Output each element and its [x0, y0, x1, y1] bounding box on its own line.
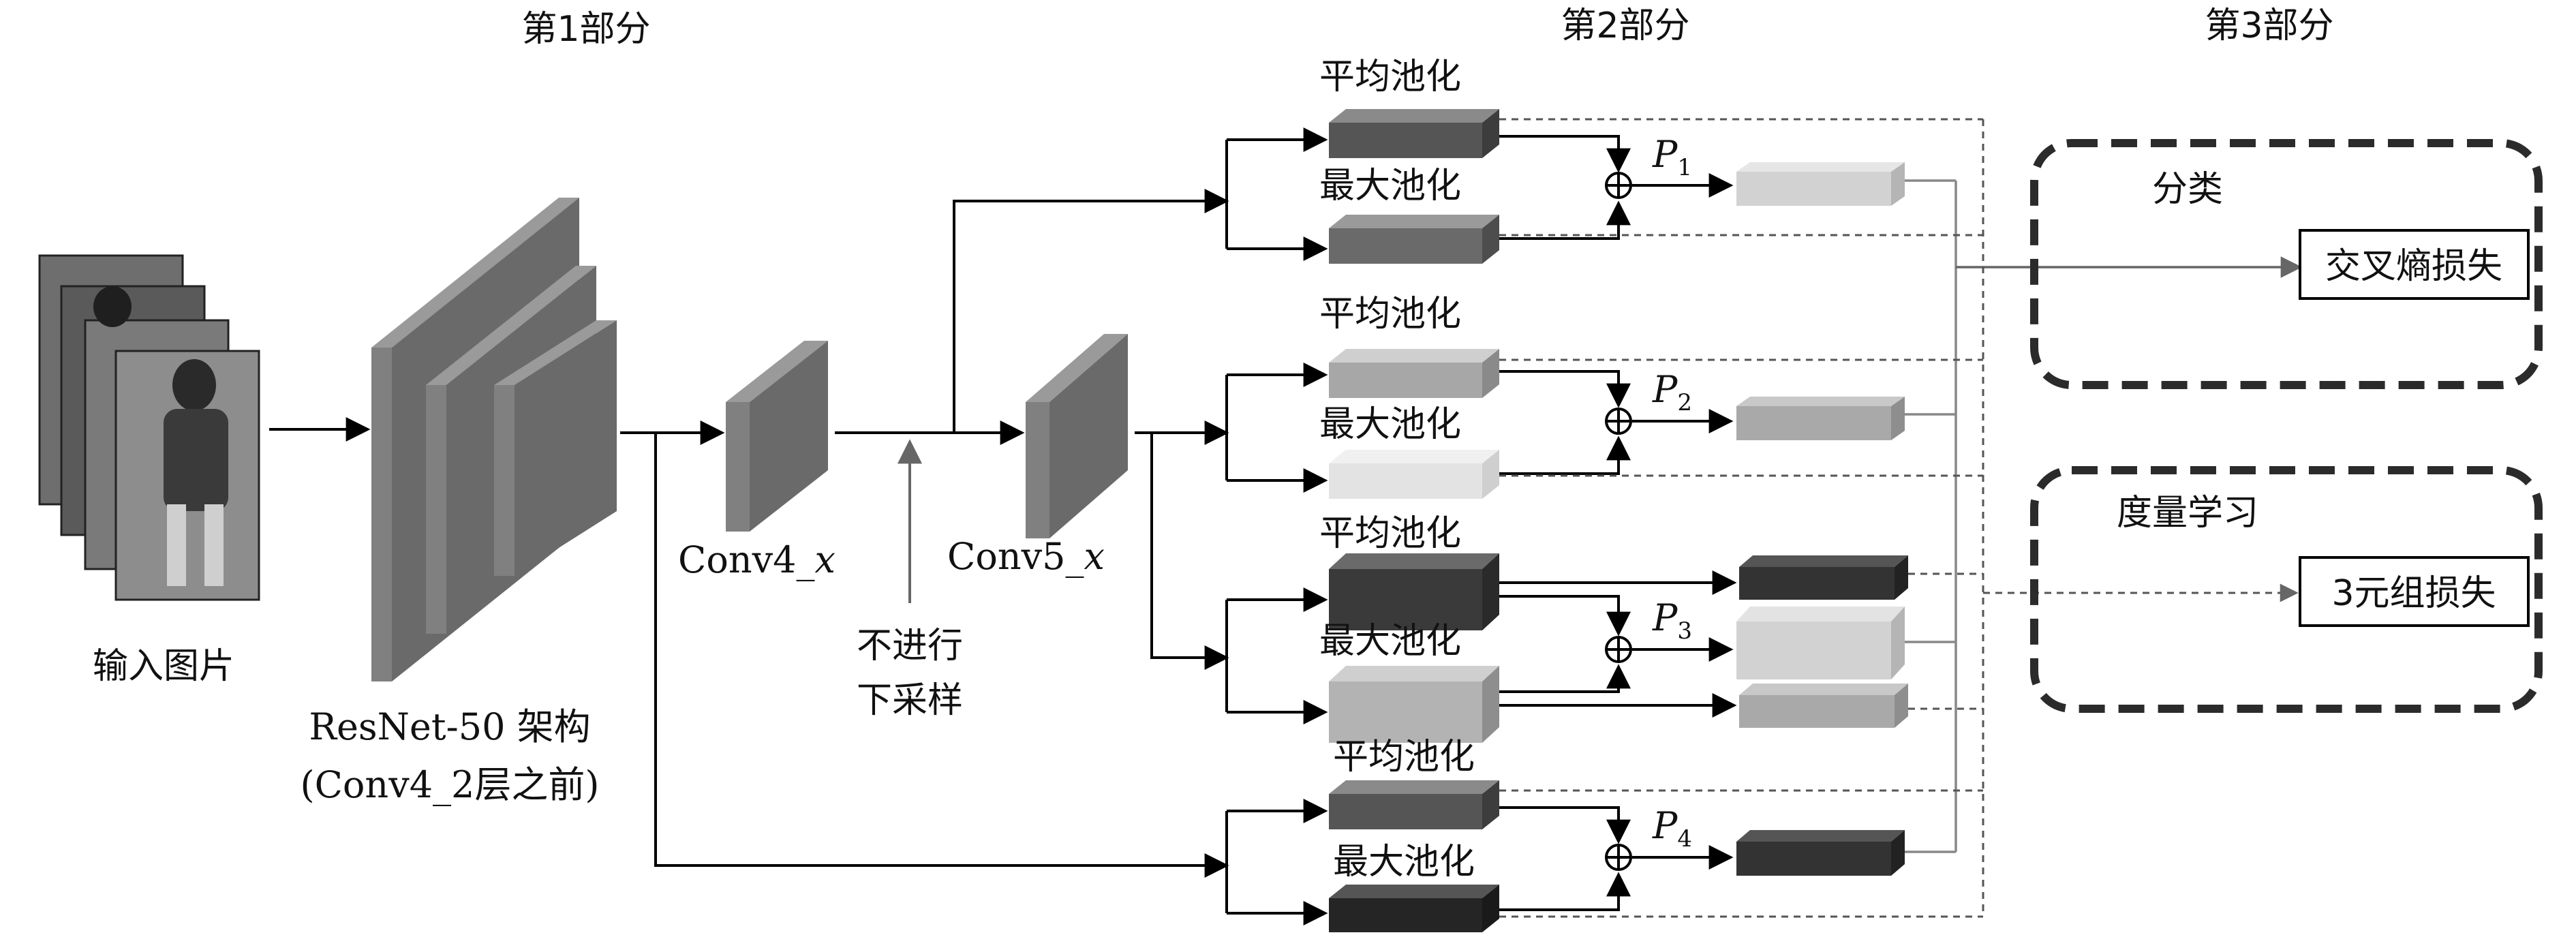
triplet-loss-box — [2299, 556, 2530, 627]
merge-lines — [1499, 135, 1737, 911]
pool-label-avg-1: 平均池化 — [1319, 57, 1461, 97]
pool-block-max-2 — [1329, 450, 1499, 499]
p-label-2: P2 — [1652, 368, 1692, 416]
pool-label-avg-4: 平均池化 — [1333, 737, 1475, 778]
pool-label-max-2: 最大池化 — [1319, 404, 1461, 445]
metric-learning-title: 度量学习 — [2117, 493, 2258, 534]
pool-block-avg-3 — [1329, 553, 1499, 630]
feature-block-1 — [1736, 162, 1905, 206]
sum-nodes — [1605, 172, 1632, 871]
cross-entropy-loss-label: 交叉熵损失 — [2325, 246, 2502, 287]
feature-block-3b — [1736, 607, 1905, 679]
input-image-stack — [38, 254, 260, 601]
pool-block-max-1 — [1329, 215, 1499, 264]
resnet50-backbone — [371, 198, 617, 681]
pool-label-max-1: 最大池化 — [1319, 166, 1461, 206]
feature-block-2 — [1736, 397, 1905, 440]
metric-learning-group — [2030, 466, 2543, 713]
p-label-3: P3 — [1652, 596, 1692, 645]
pool-label-avg-2: 平均池化 — [1319, 294, 1461, 335]
no-downsample-line1: 不进行 — [857, 626, 963, 666]
pool-label-avg-3: 平均池化 — [1319, 513, 1461, 554]
triplet-loss-label: 3元组损失 — [2331, 573, 2496, 614]
pool-block-avg-4 — [1329, 780, 1499, 829]
section-title-part2: 第2部分 — [1561, 5, 1689, 46]
pool-block-max-3 — [1329, 666, 1499, 743]
pool-block-avg-1 — [1329, 109, 1499, 158]
conv4-block — [726, 341, 828, 532]
classification-bus — [1905, 179, 2303, 853]
cross-entropy-loss-box — [2299, 229, 2530, 300]
branch-splits — [1225, 127, 1328, 925]
feature-block-4 — [1736, 830, 1905, 876]
feature-block-3c — [1739, 684, 1908, 728]
pool-block-max-4 — [1329, 885, 1499, 932]
section-title-part3: 第3部分 — [2205, 5, 2333, 46]
pool-label-max-4: 最大池化 — [1333, 842, 1475, 883]
section-title-part1: 第1部分 — [521, 9, 650, 50]
feature-block-3a — [1739, 555, 1908, 600]
backbone-note: (Conv4_2层之前) — [301, 763, 600, 806]
classification-title: 分类 — [2152, 169, 2223, 210]
conv5-label: Conv5_x — [947, 535, 1105, 578]
backbone-name: ResNet-50 架构 — [309, 705, 590, 748]
p-label-4: P4 — [1652, 804, 1692, 853]
pool-label-max-3: 最大池化 — [1319, 621, 1461, 662]
no-downsample-line2: 下采样 — [857, 680, 963, 721]
conv4-label: Conv4_x — [678, 538, 835, 581]
input-label: 输入图片 — [93, 646, 234, 687]
conv5-block — [1026, 334, 1128, 538]
pool-block-avg-2 — [1329, 349, 1499, 398]
p-label-1: P1 — [1652, 133, 1692, 181]
classification-group — [2030, 139, 2543, 389]
